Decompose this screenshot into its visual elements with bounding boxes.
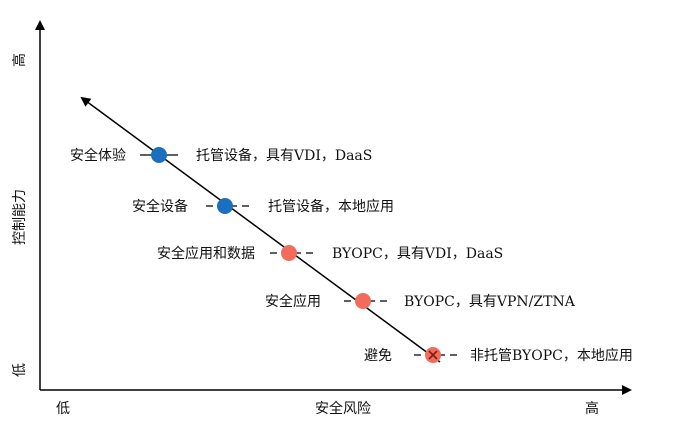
level-dot — [151, 147, 167, 163]
level-description: 非托管BYOPC，本地应用 — [470, 347, 633, 364]
level-dot — [217, 198, 233, 214]
level-避免: 避免 非托管BYOPC，本地应用 — [364, 347, 633, 364]
level-安全应用和数据: 安全应用和数据 BYOPC，具有VDI，DaaS — [157, 245, 503, 262]
level-name: 避免 — [364, 348, 392, 364]
level-dot — [281, 245, 297, 261]
level-description: BYOPC，具有VDI，DaaS — [332, 246, 503, 262]
level-安全设备: 安全设备 托管设备，本地应用 — [132, 198, 394, 215]
x-axis-title: 安全风险 — [315, 400, 371, 417]
level-name: 安全设备 — [132, 198, 188, 215]
level-description: 托管设备，具有VDI，DaaS — [196, 147, 372, 164]
level-description: 托管设备，本地应用 — [268, 198, 394, 215]
y-axis-title: 控制能力 — [12, 189, 28, 245]
y-axis-low-label: 低 — [12, 363, 28, 377]
x-axis-low-label: 低 — [56, 401, 70, 417]
level-name: 安全应用 — [265, 293, 321, 310]
level-dot — [355, 293, 371, 309]
x-axis-high-label: 高 — [585, 400, 599, 417]
y-axis-high-label: 高 — [11, 53, 28, 67]
x-mark-icon — [428, 350, 438, 360]
level-name: 安全体验 — [70, 147, 126, 164]
trend-arrow — [80, 96, 441, 363]
level-安全应用: 安全应用 BYOPC，具有VPN/ZTNA — [265, 293, 576, 310]
level-name: 安全应用和数据 — [157, 245, 255, 262]
level-description: BYOPC，具有VPN/ZTNA — [404, 294, 576, 310]
level-安全体验: 安全体验 托管设备，具有VDI，DaaS — [70, 147, 372, 164]
